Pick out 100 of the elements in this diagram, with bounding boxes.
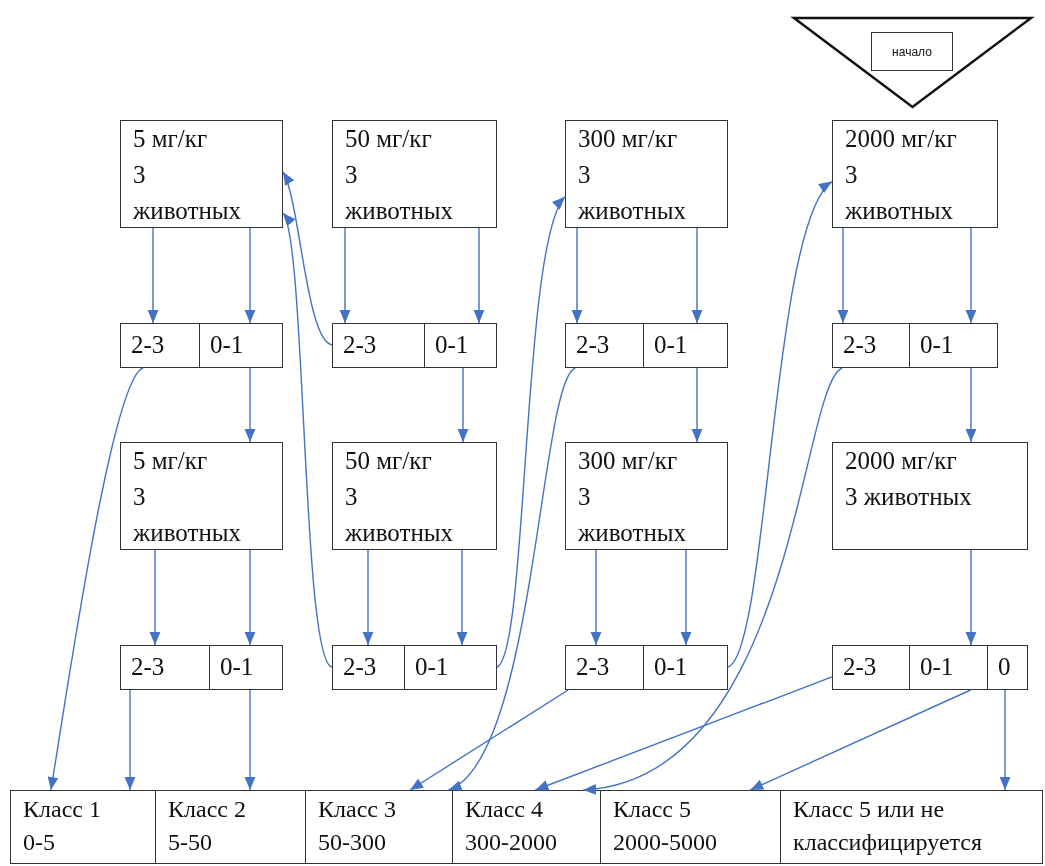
result-cell [565,645,644,690]
box-text: 300-2000 [465,828,558,857]
arrow [244,227,256,324]
result-cell [332,323,425,368]
box-text: 0-1 [435,330,470,360]
dose-box [565,120,728,228]
class-cell [600,790,781,864]
result-cell [404,645,497,690]
box-text: 300 мг/кг [578,446,679,476]
arrow [965,549,977,646]
box-text: Класс 5 [613,795,692,824]
arrow [965,367,977,443]
result-cell [832,645,910,690]
dose-box [332,120,497,228]
curved-arrow [447,367,576,791]
arrow [749,689,972,791]
dose-box [120,442,283,550]
box-text: 3 [133,160,147,190]
box-text: 5-50 [168,828,213,857]
dose-box [832,442,1028,550]
arrow [244,367,256,443]
result-cell [199,323,283,368]
box-text: животных [845,196,955,226]
box-text: 3 [345,482,359,512]
arrow [457,367,469,443]
start-triangle [793,17,1032,108]
arrow [965,227,977,324]
arrow [571,227,583,324]
result-cell [909,323,998,368]
box-text: Класс 4 [465,795,544,824]
curved-arrow [727,180,833,668]
box-text: 50-300 [318,828,387,857]
box-text: 0-1 [654,330,689,360]
box-text: Класс 3 [318,795,397,824]
arrow [473,227,485,324]
result-cell [332,645,405,690]
box-text: 3 [578,160,592,190]
result-cell [424,323,497,368]
box-text: 2-3 [131,652,166,682]
arrow [149,549,161,646]
box-text: 2000 мг/кг [845,124,958,154]
dose-box [120,120,283,228]
box-text: 2-3 [843,330,878,360]
box-text: 5 мг/кг [133,124,209,154]
box-text: 50 мг/кг [345,124,433,154]
box-text: животных [345,196,455,226]
class-cell [305,790,453,864]
class-cell [780,790,1043,864]
result-cell [987,645,1028,690]
class-cell [155,790,306,864]
arrow [456,549,468,646]
box-text: 2-3 [843,652,878,682]
class-cell [452,790,601,864]
box-text: 3 животных [845,482,973,512]
result-cell [120,323,200,368]
box-text: Класс 1 [23,795,102,824]
box-text: 2-3 [576,652,611,682]
dose-box [332,442,497,550]
curved-arrow [582,367,843,793]
result-cell [120,645,210,690]
arrow [124,689,136,791]
box-text: Класс 5 или не классифицируется [793,795,983,857]
box-text: 2-3 [576,330,611,360]
box-text: 2000 мг/кг [845,446,958,476]
dose-box [832,120,998,228]
box-text: 50 мг/кг [345,446,433,476]
box-text: 0-1 [210,330,245,360]
arrow [244,549,256,646]
result-cell [832,323,910,368]
arrow [680,549,692,646]
box-text: 2-3 [343,652,378,682]
arrow [244,689,256,791]
arrow [999,689,1011,791]
arrow [339,227,351,324]
box-text: 3 [845,160,859,190]
curved-arrow [47,367,144,791]
box-text: 5 мг/кг [133,446,209,476]
result-cell [643,645,728,690]
box-text: 0-5 [23,828,56,857]
arrow [409,689,569,791]
arrow [147,227,159,324]
result-cell [209,645,283,690]
box-text: 3 [578,482,592,512]
arrow [691,367,703,443]
curved-arrow [282,212,333,668]
class-cell [10,790,156,864]
curved-arrow [496,196,566,668]
box-text: 3 [133,482,147,512]
box-text: 0-1 [920,330,955,360]
arrow [362,549,374,646]
box-text: 0-1 [220,652,255,682]
box-text: 2-3 [343,330,378,360]
curved-arrow [282,171,333,346]
box-text: 2000-5000 [613,828,718,857]
box-text: 0 [998,652,1012,682]
box-text: 0-1 [415,652,450,682]
box-text: 0-1 [920,652,955,682]
result-cell [565,323,644,368]
arrow [534,676,833,791]
arrow [691,227,703,324]
